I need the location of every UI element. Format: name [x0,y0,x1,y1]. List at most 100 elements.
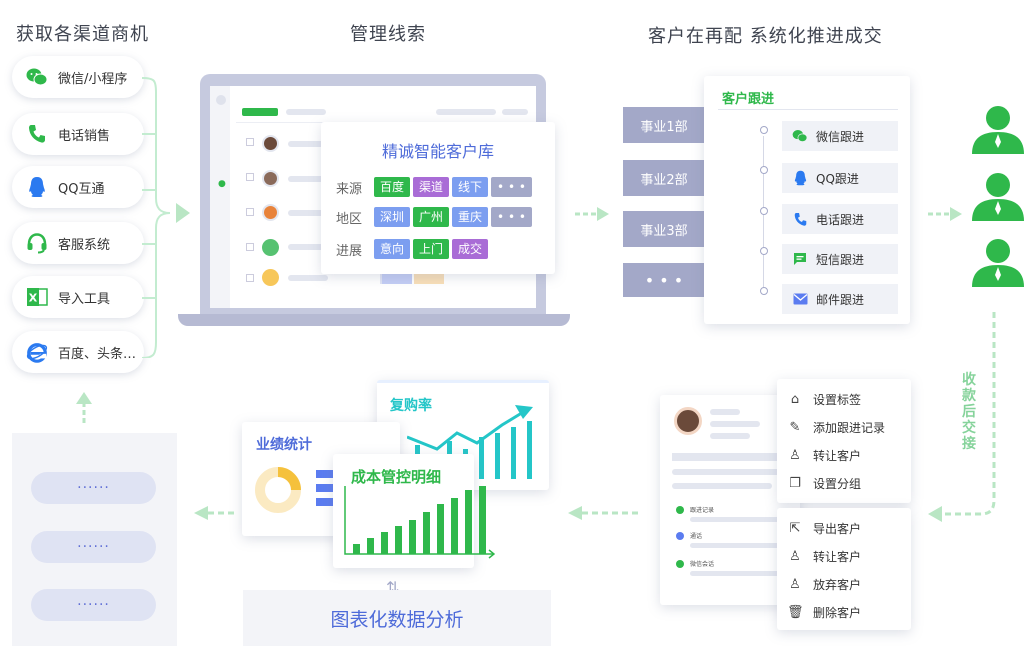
wechat-icon [26,66,48,88]
department-1[interactable]: 事业1部 [623,107,705,143]
arrow-right [575,207,609,221]
arrow-left [568,506,640,520]
timeline-dot [760,166,768,174]
timeline-dot [760,247,768,255]
channel-ads[interactable]: 百度、头条… [12,331,144,373]
screen-sidebar [210,86,230,308]
channel-label: 客服系统 [58,237,111,253]
menu-set-tag[interactable]: ⌂ 设置标签 [777,385,911,413]
followup-qq[interactable]: QQ跟进 [782,163,898,193]
more-tag[interactable]: • • • [491,177,532,197]
timeline-dot [760,126,768,134]
menu-label: 设置标签 [813,392,862,407]
placeholder-item: ······ [31,589,156,621]
tag[interactable]: 百度 [374,177,411,197]
tag[interactable]: 成交 [452,239,489,259]
phone-icon [26,123,48,145]
row-label: 地区 [336,211,363,227]
tag[interactable]: 渠道 [413,177,450,197]
channel-label: 导入工具 [58,291,111,307]
excel-icon: X [26,286,48,308]
export-icon: ⇱ [789,520,801,536]
channel-connector [141,77,190,358]
tag[interactable]: 线下 [452,177,489,197]
menu-transfer[interactable]: ♙ 转让客户 [777,542,911,570]
customer-icons [972,106,1024,287]
arrow-left [194,506,238,520]
timeline-dot [760,207,768,215]
avatar [262,239,279,256]
menu-label: 导出客户 [813,521,862,536]
menu-add-record[interactable]: ✎添加跟进记录 [777,413,911,441]
row-label: 进展 [336,243,363,259]
trash-icon: 🗑 [787,604,804,620]
detail-entry: 微信会话 [676,559,714,568]
tag-icon: ⌂ [790,391,800,407]
department-3[interactable]: 事业3部 [623,211,705,247]
cost-chart [344,486,495,559]
followup-phone[interactable]: 电话跟进 [782,204,898,234]
channel-label: 微信/小程序 [58,71,128,87]
menu-export[interactable]: ⇱ 导出客户 [777,514,911,542]
user-icon: ♙ [789,447,801,463]
menu-delete[interactable]: 🗑 删除客户 [777,598,911,626]
followup-label: QQ跟进 [816,171,859,186]
arrow-up [76,392,92,424]
avatar [262,170,279,187]
user-icon: ♙ [789,548,801,564]
person-icon [972,173,1024,221]
menu-abandon[interactable]: ♙放弃客户 [777,570,911,598]
followup-title: 客户跟进 [722,92,775,107]
tag[interactable]: 广州 [413,207,450,227]
repurchase-title: 复购率 [390,398,432,414]
menu-transfer[interactable]: ♙ 转让客户 [777,441,911,469]
tag[interactable]: 上门 [413,239,450,259]
action-menu-top: ⌂ 设置标签 ✎添加跟进记录 ♙ 转让客户 ❐设置分组 [777,379,911,503]
user-icon: ● [218,179,226,189]
followup-label: 短信跟进 [816,252,865,267]
channel-service[interactable]: 客服系统 [12,222,144,264]
user-remove-icon: ♙ [789,576,801,592]
detail-entry: 跟进记录 [676,505,714,514]
ie-icon [26,341,48,363]
followup-sms[interactable]: 短信跟进 [782,244,898,274]
menu-set-group[interactable]: ❐设置分组 [777,469,911,497]
more-tag[interactable]: • • • [491,207,532,227]
heading-manage: 管理线索 [350,24,426,45]
avatar [262,204,279,221]
heading-channels: 获取各渠道商机 [16,24,149,45]
channel-qq[interactable]: QQ互通 [12,166,144,208]
followup-mail[interactable]: 邮件跟进 [782,284,898,314]
followup-wechat[interactable]: 微信跟进 [782,121,898,151]
performance-title: 业绩统计 [256,437,312,453]
tag[interactable]: 重庆 [452,207,489,227]
menu-label: 设置分组 [813,476,862,491]
department-2[interactable]: 事业2部 [623,160,705,196]
channel-wechat[interactable]: 微信/小程序 [12,56,144,98]
svg-text:X: X [29,292,38,305]
channel-label: 百度、头条… [58,346,137,362]
phone-icon [792,211,808,227]
detail-entry-label: 通话 [690,533,703,540]
qq-icon [792,170,808,186]
charts-label: 图表化数据分析 [243,590,551,646]
tag[interactable]: 意向 [374,239,411,259]
channel-phone[interactable]: 电话销售 [12,113,144,155]
heading-assign: 客户在再配 系统化推进成交 [648,26,883,47]
department-more[interactable]: • • • [623,263,705,297]
channel-label: 电话销售 [58,128,111,144]
row-label: 来源 [336,181,363,197]
avatar [674,407,702,435]
channel-import[interactable]: X 导入工具 [12,276,144,318]
menu-label: 转让客户 [813,448,862,463]
handover-connector [928,312,996,522]
library-title: 精诚智能客户库 [381,142,494,161]
detail-entry: 通话 [676,531,702,540]
menu-label: 转让客户 [813,549,862,564]
placeholder-item: ······ [31,472,156,504]
followup-label: 微信跟进 [816,129,865,144]
client-library-card: 精诚智能客户库 来源 百度 渠道 线下 • • • 地区 深圳 广州 重庆 • … [321,122,555,274]
menu-label: 删除客户 [813,605,862,620]
library-row-region: 地区 深圳 广州 重庆 • • • [336,207,535,227]
tag[interactable]: 深圳 [374,207,411,227]
